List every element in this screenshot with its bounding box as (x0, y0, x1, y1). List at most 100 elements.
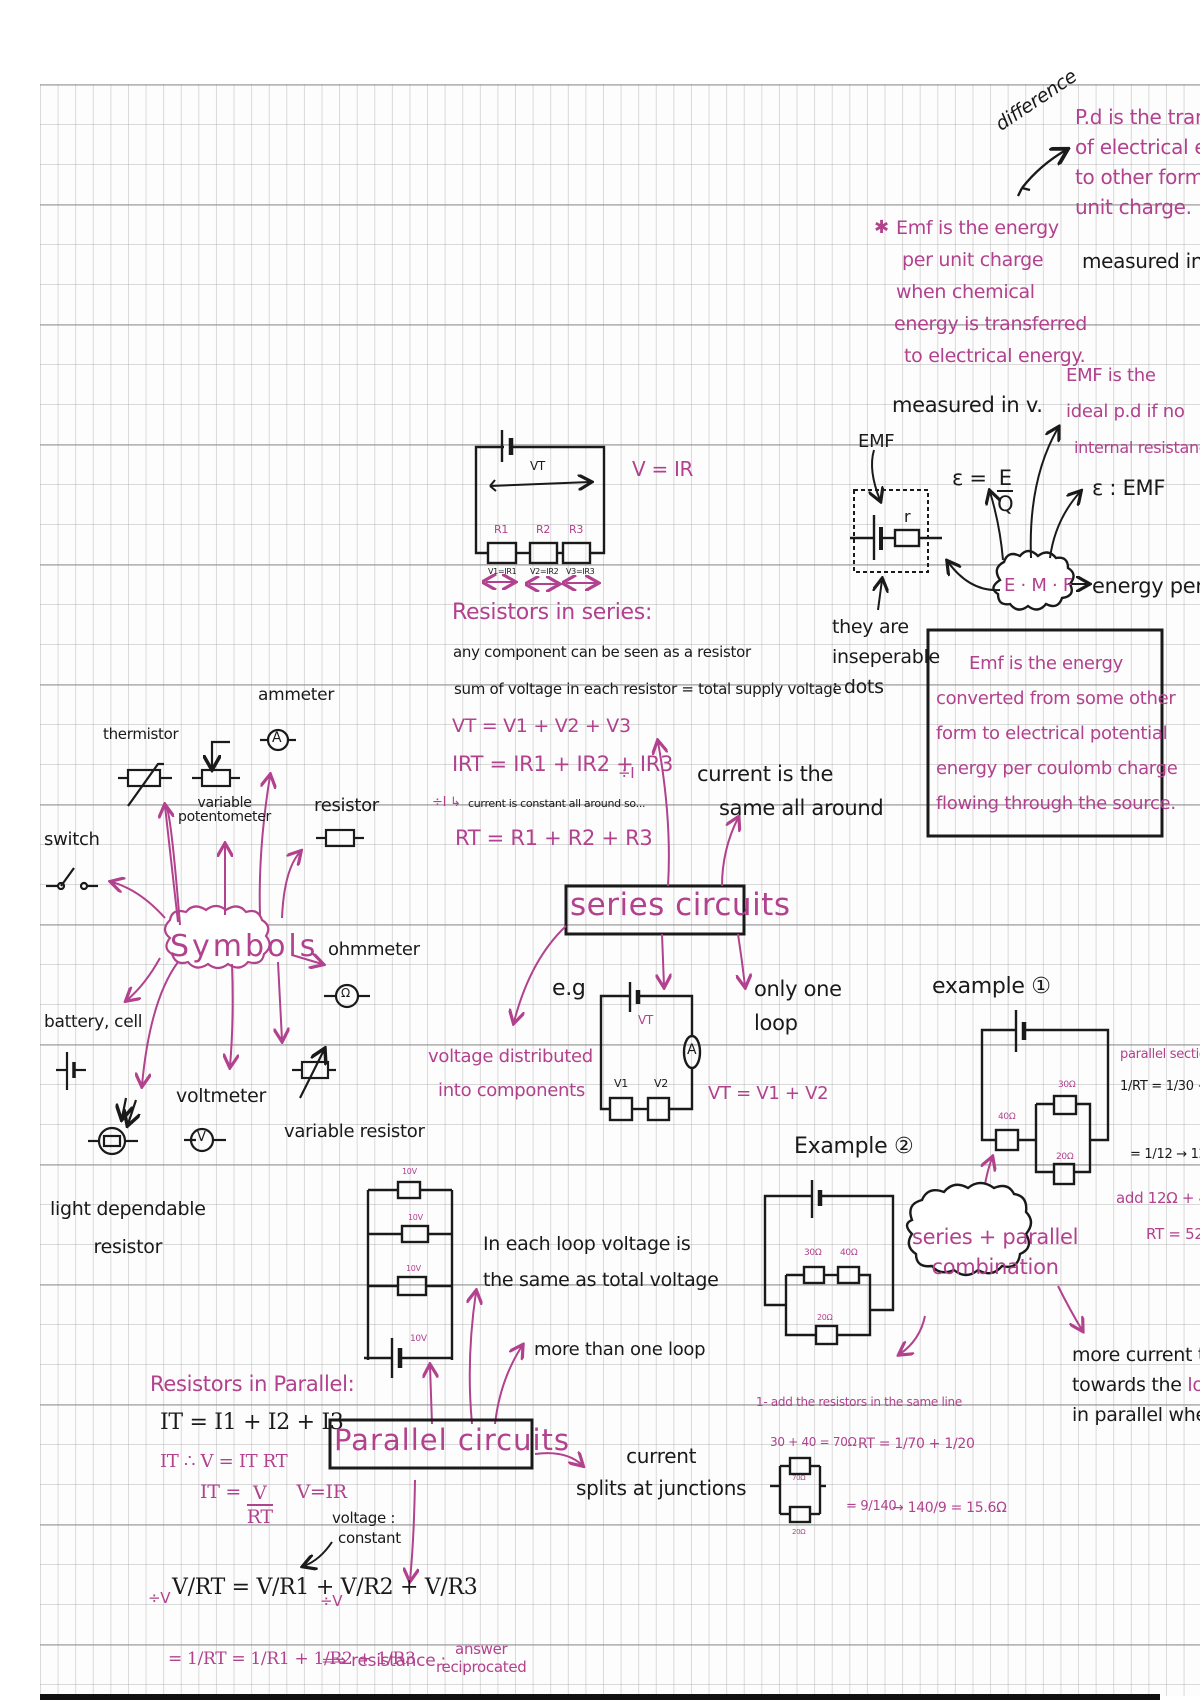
split-line: splits at junctions (576, 1476, 747, 1500)
only-one-loop-note: only one loop (754, 972, 842, 1040)
ammeter-label: ammeter (258, 685, 335, 705)
emf-line: per unit charge (902, 249, 1044, 271)
series-eq-prefix: ÷I ↳ (432, 795, 461, 810)
example2-label: Example ② (794, 1134, 914, 1159)
emf-ideal-line: EMF is the (1066, 365, 1156, 386)
more-than-one-loop: more than one loop (534, 1339, 706, 1360)
diagram-vt-label: VT (530, 459, 545, 473)
emf-star-icon: ✱ (874, 217, 889, 238)
r3-label: R3 (569, 523, 584, 536)
parallel-result: ⟹ resistance : (322, 1651, 446, 1671)
series-circuits-title: series circuits (570, 887, 791, 923)
ex2-eq1: 30 + 40 = 70Ω (770, 1435, 857, 1449)
eg-formula: VT = V1 + V2 (708, 1083, 829, 1104)
series-constant-note: current is constant all around so... (468, 797, 646, 810)
parallel-eq-divv-left: ÷V (148, 1589, 171, 1607)
emf-definition: Emf is the energy per unit charge when c… (894, 212, 1087, 372)
ohmmeter-glyph: Ω (341, 986, 350, 1000)
it-denominator: RT (246, 1506, 273, 1528)
emf-ideal-line: ideal p.d if no (1066, 401, 1185, 422)
parallel-eq-fraction: V/RT = V/R1 + V/R2 + V/R3 (172, 1575, 478, 1600)
parallel-section-heading: parallel section (1120, 1047, 1200, 1062)
ex1-eq4: RT = 52Ω (1146, 1225, 1200, 1243)
inseparable-line: inseperable (832, 646, 940, 668)
r1-label: R1 (494, 523, 509, 536)
parallel-10v-label: 10V (410, 1334, 427, 1344)
current-line: current is the (697, 762, 834, 786)
parallel-10v-label: 10V (402, 1167, 417, 1176)
emf-bubble-label: E · M · F (1004, 575, 1073, 596)
series-eq-vt: VT = V1 + V2 + V3 (452, 715, 631, 737)
voltage-line: into components (438, 1080, 585, 1101)
voltage-const-line: constant (338, 1529, 401, 1547)
ex2-r20-label: 20Ω (817, 1313, 833, 1322)
parallel-eq-it: IT = I1 + I2 + I3 (160, 1410, 344, 1435)
ex2-mini-70: 70Ω (792, 1474, 806, 1482)
towards-text: towards the (1072, 1374, 1182, 1396)
emf-line: Emf is the energy (896, 217, 1059, 239)
inseparable-line: : dots (832, 676, 884, 698)
boxed-line: converted from some other (936, 688, 1176, 709)
parallel-result-note: answer reciprocated (436, 1640, 527, 1676)
eg-label: e.g (552, 976, 586, 1001)
epsilon-numerator: E (997, 466, 1014, 492)
ex1-r20-label: 20Ω (1056, 1152, 1074, 1162)
resistors-in-parallel-heading: Resistors in Parallel: (150, 1372, 355, 1396)
lower-text: lower (1187, 1374, 1200, 1396)
loop-line: only one (754, 977, 842, 1001)
v2-label: V2=IR2 (530, 567, 559, 576)
switch-label: switch (44, 829, 100, 850)
ex2-step: 1- add the resistors in the same line (756, 1395, 962, 1409)
ex2-mini-20: 20Ω (792, 1528, 806, 1536)
parallel-eq-it-frac: IT = V RT V=IR (200, 1481, 347, 1528)
ex1-r30-label: 30Ω (1058, 1080, 1076, 1090)
parallel-10v-label: 10V (408, 1213, 423, 1222)
ex1-eq3: add 12Ω + 40Ω (1116, 1189, 1200, 1207)
boxed-line: Emf is the energy (969, 653, 1123, 674)
voltmeter-label: voltmeter (176, 1085, 267, 1107)
current-line: same all around (719, 796, 884, 820)
resistor-label: resistor (314, 795, 379, 816)
more-current-line: towards the lower (1072, 1370, 1200, 1400)
voltage-constant-note: voltage : constant (332, 1508, 401, 1548)
ex1-eq2: = 1/12 → 12Ω (1130, 1147, 1200, 1162)
parallel-eq-v: IT ∴ V = IT RT (160, 1451, 288, 1472)
epsilon-formula: ε = E Q (952, 466, 1014, 516)
boxed-line: form to electrical potential (936, 723, 1168, 744)
boxed-line: energy per coulomb charge (936, 758, 1178, 779)
battery-cell-label: battery, cell (44, 1012, 143, 1032)
ex2-r40-label: 40Ω (840, 1248, 858, 1258)
ex2-r30-label: 30Ω (804, 1248, 822, 1258)
parallel-circuits-title: Parallel circuits (334, 1423, 571, 1457)
emf-cell-label: EMF (858, 431, 895, 452)
more-current-note: more current tra towards the lower in pa… (1072, 1340, 1200, 1430)
variable-resistor-label: variable resistor (284, 1121, 425, 1142)
example1-label: example ① (932, 974, 1051, 999)
loop-line: loop (754, 1011, 798, 1035)
eg-vt-label: VT (638, 1013, 653, 1027)
ex2-eq4: → 140/9 = 15.6Ω (892, 1500, 1007, 1516)
combination-line: series + parallel (912, 1225, 1079, 1249)
pd-line: P.d is the trans (1075, 105, 1200, 129)
emf-ideal-note: EMF is the ideal p.d if no internal resi… (1066, 358, 1200, 466)
series-eq-rt: RT = R1 + R2 + R3 (455, 826, 653, 850)
ex2-eq2: RT = 1/70 + 1/20 (858, 1436, 975, 1452)
emf-line: to electrical energy. (904, 345, 1086, 367)
pd-measured: measured in V (1082, 249, 1200, 273)
combination-title: series + parallel combination (912, 1222, 1078, 1282)
voltage-const-line: voltage : (332, 1509, 396, 1527)
it-numerator: V (246, 1482, 273, 1506)
series-eq-ir: IRT = IR1 + IR2 + IR3 (452, 752, 674, 776)
symbols-title: Symbols (170, 929, 319, 964)
v3-label: V3=IR3 (566, 567, 595, 576)
epsilon-denominator: Q (997, 492, 1014, 516)
ohmmeter-label: ohmmeter (328, 939, 420, 960)
ex1-r40-label: 40Ω (998, 1112, 1016, 1122)
emf-measured: measured in v. (892, 393, 1043, 417)
result-line: answer (455, 1640, 508, 1658)
split-line: current (626, 1444, 697, 1468)
series-eq-divide: ÷I (618, 764, 635, 782)
pd-line: to other forms p (1075, 165, 1200, 189)
loop-voltage-note: In each loop voltage is the same as tota… (483, 1226, 719, 1298)
ex2-eq3: = 9/140 (846, 1499, 897, 1514)
